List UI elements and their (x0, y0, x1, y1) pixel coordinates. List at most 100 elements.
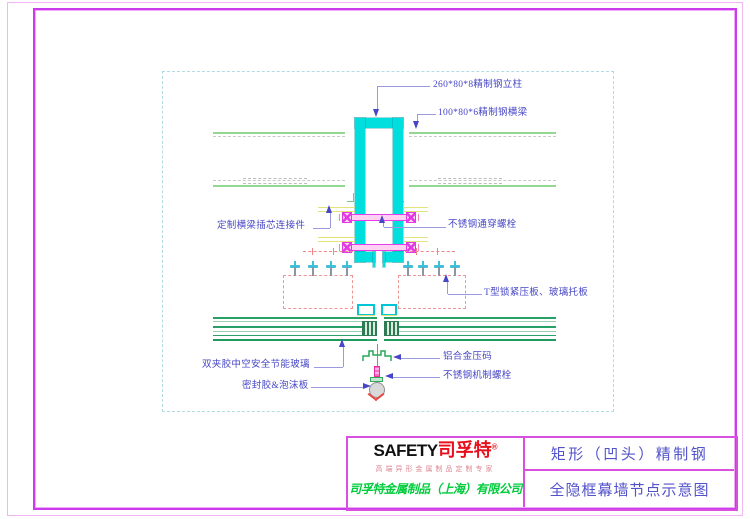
detail-viewport-dashed-box (162, 71, 614, 412)
connector-line (318, 241, 355, 242)
anchor-bolt-tip (312, 261, 314, 265)
brand-logo-en: SAFETY (373, 441, 439, 460)
anchor-bolt-stem (422, 267, 424, 276)
anchor-bolt (308, 265, 318, 268)
leader-arrow-down-icon (413, 121, 419, 129)
callout-machine-bolt: 不锈钢机制螺栓 (443, 371, 512, 381)
washer-tick (339, 214, 340, 221)
anchor-bolt-tip (454, 261, 456, 265)
connector-line (403, 241, 428, 242)
connector-line (318, 207, 355, 208)
machine-bolt-shaft (374, 366, 380, 377)
beam-bottom-line-left (213, 185, 345, 187)
glass-line (213, 339, 377, 341)
centerline-tick (416, 248, 417, 255)
leader-line (343, 346, 344, 367)
glass-line (213, 317, 377, 319)
t-plate-box-right (398, 275, 466, 309)
clamp-gasket-line (357, 315, 375, 316)
beam-bottom-hidden-right (409, 180, 556, 181)
callout-t-plate: T型锁紧压板、玻璃托板 (484, 288, 589, 298)
anchor-bolt (450, 265, 460, 268)
leader-line (313, 228, 330, 229)
leader-arrow-left-icon (385, 373, 393, 379)
anchor-bolt-tip (407, 261, 409, 265)
anchor-bolt-tip (330, 261, 332, 265)
beam-hidden-line-right (409, 136, 556, 137)
anchor-bolt-tip (422, 261, 424, 265)
callout-connector: 定制横梁插芯连接件 (217, 221, 306, 231)
connector-line (403, 211, 428, 212)
leader-arrow-down-icon (373, 109, 379, 117)
anchor-bolt-stem (294, 267, 296, 276)
beam-hidden-line-left (213, 136, 345, 137)
connector-line (403, 207, 428, 208)
centerline-tick (437, 248, 438, 255)
product-title: 矩形（凹头）精制钢 (550, 447, 709, 463)
leader-arrow-up-icon (339, 339, 345, 347)
anchor-bolt-tip (438, 261, 440, 265)
glass-line (213, 326, 377, 328)
through-bolt-nut-right-lower (406, 242, 416, 253)
connector-line (318, 237, 355, 238)
washer-tick (339, 244, 340, 251)
anchor-bolt (342, 265, 352, 268)
aluminium-clamp-profile (362, 350, 392, 361)
through-bolt-nut-right-upper (406, 212, 416, 223)
machine-bolt-nut (370, 377, 383, 382)
mullion-bottom-wall-left (355, 252, 375, 262)
connector-line (403, 237, 428, 238)
anchor-bolt-tip (346, 261, 348, 265)
title-block-horizontal-divider (525, 469, 734, 471)
leader-line (311, 387, 365, 388)
anchor-bolt-stem (407, 267, 409, 276)
mullion-notch-tab-right (383, 252, 385, 267)
beam-bottom-hidden-left (213, 180, 345, 181)
washer-tick (418, 244, 419, 251)
registered-mark-icon: ® (491, 442, 498, 452)
anchor-bolt-stem (454, 267, 456, 276)
through-bolt-head-left-lower (342, 242, 352, 253)
sheet-title: 全隐框幕墙节点示意图 (549, 482, 710, 499)
beam-box-pattern-left (243, 178, 307, 184)
beam-box-pattern-right (438, 178, 502, 184)
brand-logo-cn: 司孚特 (437, 440, 492, 460)
beam-top-line-left (213, 132, 345, 134)
leader-line (417, 114, 418, 122)
glass-line (213, 331, 377, 332)
anchor-bolt-stem (346, 267, 348, 276)
centerline-left (303, 251, 353, 252)
brand-tagline: 高端异形金属制品定制专家 (375, 466, 496, 473)
beam-top-line-right (409, 132, 556, 134)
mullion-right-wall (393, 118, 403, 262)
beam-bottom-line-right (409, 185, 556, 187)
t-plate-box-left (283, 275, 353, 309)
leader-arrow-left-icon (393, 354, 401, 360)
company-name: 司孚特金属制品（上海）有限公司 (349, 482, 522, 496)
title-block (346, 436, 738, 511)
through-bolt-rod-lower (352, 244, 406, 251)
glass-line (384, 339, 556, 341)
anchor-bolt-tip (294, 261, 296, 265)
centerline-tick (312, 248, 313, 255)
leader-arrow-up-icon (379, 215, 385, 223)
glass-line (384, 317, 556, 319)
glass-line (384, 326, 556, 328)
glass-line (384, 331, 556, 332)
leader-line (447, 281, 448, 294)
mullion-notch-tab-left (373, 252, 375, 267)
glass-line (384, 335, 556, 336)
brand-logo: SAFETY司孚特® (348, 441, 523, 460)
leader-line (377, 86, 378, 110)
leader-line (400, 358, 440, 359)
title-block-vertical-divider (523, 438, 525, 507)
leader-line (418, 114, 436, 115)
anchor-bolt-stem (330, 267, 332, 276)
callout-mullion: 260*80*8精制钢立柱 (433, 80, 523, 90)
leader-arrow-up-icon (443, 274, 449, 282)
clamp-gasket-line (381, 315, 397, 316)
leader-line (378, 86, 430, 87)
anchor-bolt (403, 265, 413, 268)
anchor-bolt-stem (312, 267, 314, 276)
